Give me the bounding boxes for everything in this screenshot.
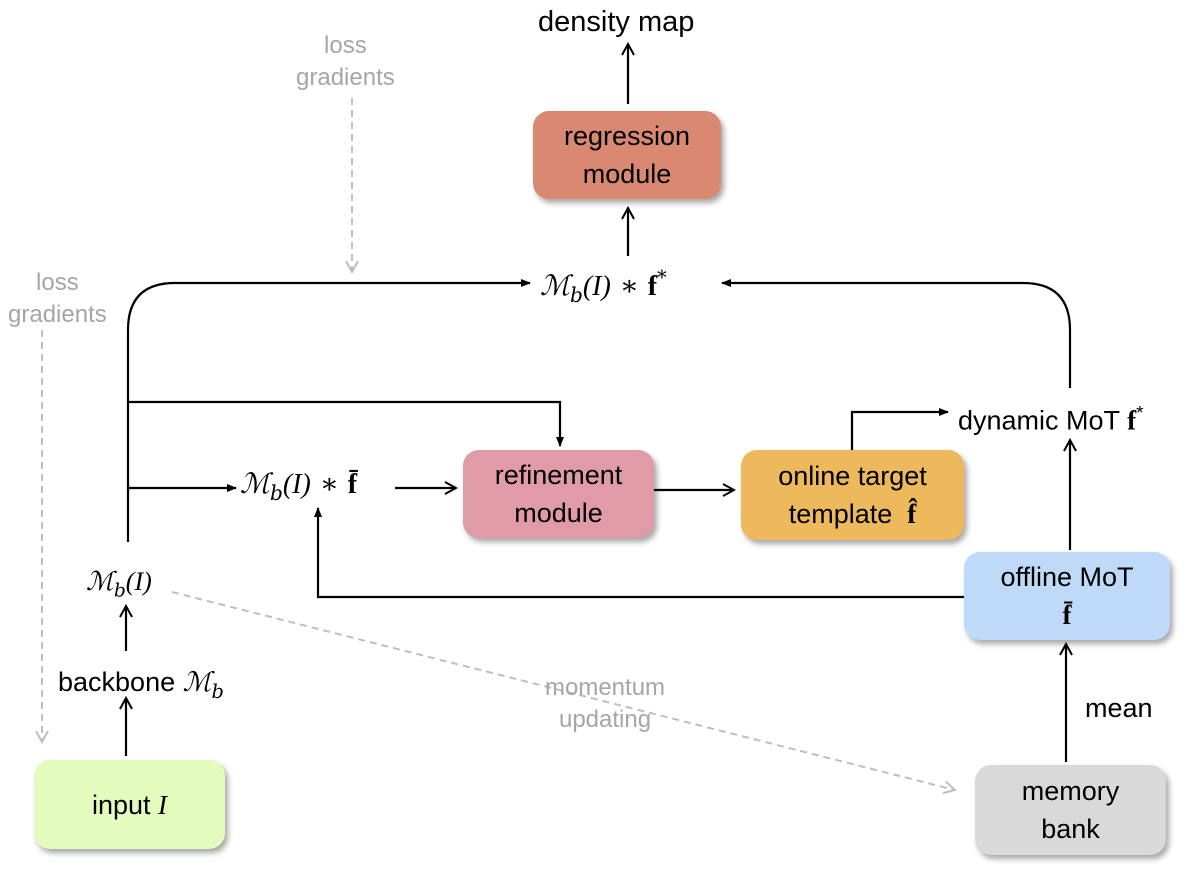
mean-label: mean: [1085, 693, 1153, 723]
memory-bank: memory bank: [975, 765, 1166, 855]
top-product-formula: ℳb(I) ∗ f*: [540, 266, 667, 307]
refinement-module: refinement module: [463, 450, 654, 538]
online-line1: online target: [778, 461, 927, 491]
density-map-label: density map: [538, 6, 695, 38]
wire-offline-to-mid-product: [314, 507, 965, 599]
features-formula: ℳb(I): [86, 567, 152, 602]
backbone-label: backbone ℳb: [58, 667, 224, 703]
regression-module: regression module: [533, 111, 721, 199]
input-box: input I: [34, 760, 225, 849]
mid-product-formula: ℳb(I) ∗ f̄: [240, 467, 358, 506]
regression-line1: regression: [563, 121, 691, 151]
dashed-momentum: [171, 591, 955, 790]
momentum-updating-label: momentum updating: [545, 674, 666, 733]
memory-line2: bank: [1041, 814, 1100, 844]
loss-gradients-top: loss gradients: [296, 32, 395, 91]
offline-mot: offline MoT f̄: [964, 552, 1170, 640]
memory-line1: memory: [1021, 776, 1120, 806]
wire-features-to-refinement: [128, 400, 564, 447]
offline-symbol: f̄: [1062, 600, 1072, 630]
regression-line2: module: [582, 159, 672, 189]
wire-dynamic-to-top-product: [721, 279, 1072, 388]
refinement-line2: module: [514, 498, 603, 528]
loss-gradients-left: loss gradients: [8, 269, 107, 328]
wire-online-to-dynamic: [850, 408, 949, 450]
offline-line1: offline MoT: [1000, 562, 1134, 592]
refinement-line1: refinement: [494, 460, 623, 490]
online-line2: template f̂: [788, 499, 917, 529]
wire-features-to-top-product: [126, 279, 531, 542]
dynamic-mot-label: dynamic MoT f*: [958, 403, 1144, 436]
online-target-template: online target template f̂: [741, 450, 964, 540]
